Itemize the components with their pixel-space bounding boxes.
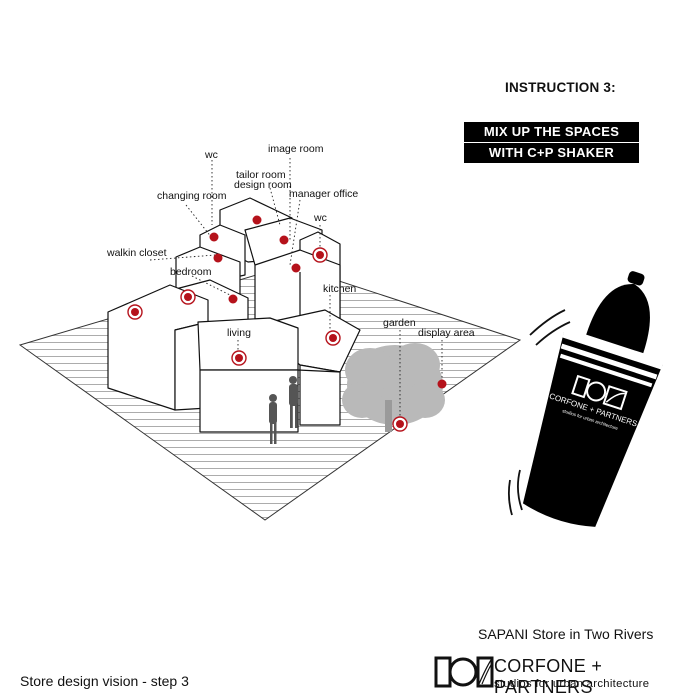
label-kitchen: kitchen [323,283,356,295]
label-bedroom: bedroom [170,266,212,278]
instruction-banner-line2: WITH C+P SHAKER [464,143,639,163]
label-wc-right: wc [313,212,327,224]
marker-walkin-closet [213,253,223,263]
marker-wc-top [209,232,219,242]
instruction-banner-line1: MIX UP THE SPACES [464,122,639,142]
corfone-logo-icon [434,656,494,688]
marker-image-room [252,215,262,225]
tree-icon [342,343,445,432]
label-design-room: design room [234,179,292,191]
label-walkin-closet: walkin closet [106,247,167,259]
cocktail-shaker-icon: CORFONE + PARTNERS studios for urban arc… [507,271,664,527]
caption: Store design vision - step 3 [20,673,189,689]
marker-garden [392,416,408,432]
marker-kitchen [325,330,341,346]
label-display-area: display area [418,327,475,339]
instruction-title: INSTRUCTION 3: [505,80,616,95]
label-manager-office: manager office [289,188,358,200]
store-name: SAPANI Store in Two Rivers [478,626,654,642]
room-markers [127,215,447,432]
label-garden: garden [383,317,416,329]
label-changing-room: changing room [157,190,227,202]
marker-display-area [437,379,447,389]
marker-left-block [127,304,143,320]
label-image-room: image room [268,143,324,155]
marker-living [231,350,247,366]
label-living: living [227,327,251,339]
logo-name: CORFONE + PARTNERS [494,656,603,697]
marker-changing-room [228,294,238,304]
logo-tagline: studios for urban architecture [494,678,650,690]
marker-bedroom [180,289,196,305]
marker-wc-right [312,247,328,263]
marker-manager-office [291,263,301,273]
label-wc-top: wc [204,149,218,161]
label-tailor-room: tailor room [236,169,286,181]
people-icon [269,376,298,444]
marker-tailor-room [279,235,289,245]
building-volumes [107,197,361,433]
